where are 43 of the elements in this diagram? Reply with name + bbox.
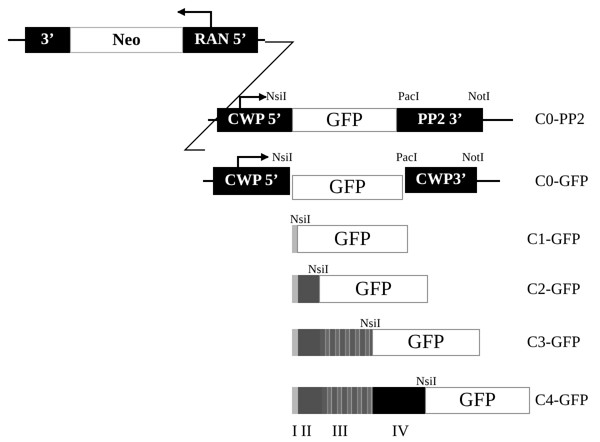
region-bar xyxy=(292,275,298,303)
site-label: NotI xyxy=(462,151,484,163)
site-label: PacI xyxy=(396,151,418,163)
site-label: NotI xyxy=(468,90,490,102)
site-label: NsiI xyxy=(272,151,293,163)
construct-label: C1-GFP xyxy=(527,232,580,248)
gene-segment: CWP 5’ xyxy=(213,167,290,195)
construct-label: C0-GFP xyxy=(535,174,588,190)
coding-region: Neo xyxy=(70,27,183,53)
region-bar xyxy=(292,329,298,356)
coding-region: GFP xyxy=(372,329,480,356)
construct-label: C3-GFP xyxy=(527,335,580,351)
region-bar xyxy=(322,387,373,414)
region-bar xyxy=(292,387,298,414)
gene-segment: RAN 5’ xyxy=(183,27,258,53)
gene-segment: 3’ xyxy=(25,27,70,53)
site-label: NsiI xyxy=(290,213,311,225)
region-bar xyxy=(320,329,372,356)
region-bar xyxy=(373,387,425,414)
gene-segment: PP2 3’ xyxy=(397,108,483,132)
site-label: NsiI xyxy=(416,375,437,387)
site-label: NsiI xyxy=(266,90,287,102)
region-numeral: II xyxy=(301,424,312,440)
coding-region: GFP xyxy=(292,175,403,200)
region-bar xyxy=(298,387,322,414)
construct-label: C4-GFP xyxy=(535,393,588,409)
region-bar xyxy=(292,225,297,253)
site-label: NsiI xyxy=(308,263,329,275)
region-bar xyxy=(298,275,319,303)
coding-region: GFP xyxy=(292,108,397,132)
site-label: NsiI xyxy=(360,317,381,329)
coding-region: GFP xyxy=(319,275,428,303)
region-numeral: III xyxy=(332,424,348,440)
region-numeral: I xyxy=(292,424,298,440)
coding-region: GFP xyxy=(425,387,530,414)
gene-segment: CWP 5’ xyxy=(217,108,292,132)
construct-label: C0-PP2 xyxy=(535,112,585,128)
region-numeral: IV xyxy=(392,424,409,440)
region-bar xyxy=(298,329,320,356)
coding-region: GFP xyxy=(297,225,408,253)
gene-segment: CWP3’ xyxy=(405,167,477,193)
construct-label: C2-GFP xyxy=(527,282,580,298)
site-label: PacI xyxy=(398,90,420,102)
